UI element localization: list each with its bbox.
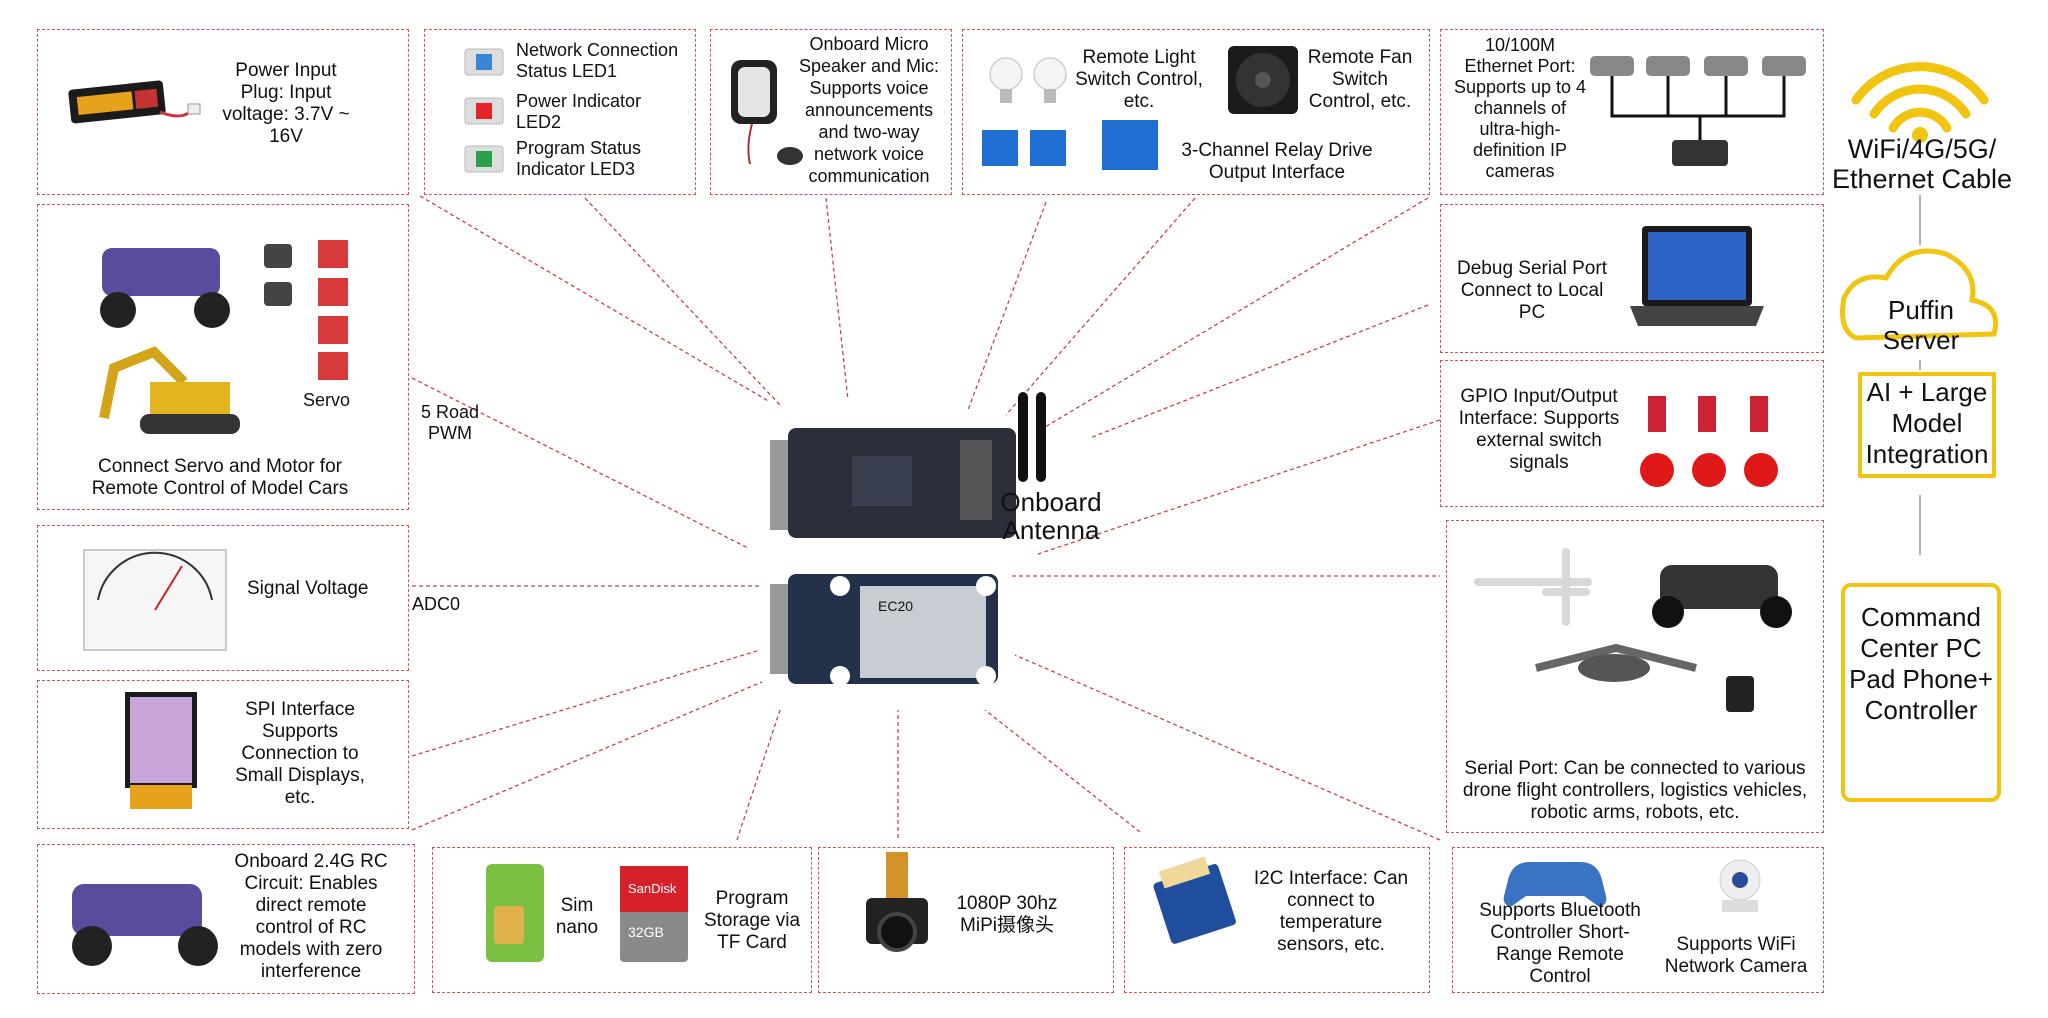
spi-text: SPI Interface Supports Connection to Sma… <box>235 699 365 808</box>
rc-box <box>37 844 415 994</box>
debug-text: Debug Serial Port Connect to Local PC <box>1457 258 1607 323</box>
relay-box <box>962 29 1430 195</box>
servo-caption: Connect Servo and Motor for Remote Contr… <box>91 456 349 499</box>
command-box <box>1841 583 2001 802</box>
power-input-text: Power Input Plug: Input voltage: 3.7V ~ … <box>222 60 350 147</box>
wireless-box <box>1452 847 1824 993</box>
led3-label: Program Status Indicator LED3 <box>516 138 642 179</box>
gpio-text: GPIO Input/Output Interface: Supports ex… <box>1458 386 1620 473</box>
sd-brand: SanDisk <box>628 881 677 896</box>
servo-label: Servo <box>303 390 351 410</box>
command-label: Command Center PC Pad Phone+ Controller <box>1849 602 1993 725</box>
server-label: Puffin Server <box>1882 295 1960 355</box>
fan-switch-text: Remote Fan Switch Control, etc. <box>1307 47 1413 112</box>
led2-label: Power Indicator LED2 <box>516 91 642 132</box>
speaker-box <box>710 29 952 195</box>
rc-text: Onboard 2.4G RC Circuit: Enables direct … <box>234 851 388 982</box>
ethernet-text: 10/100M Ethernet Port: Supports up to 4 … <box>1453 35 1587 181</box>
ai-label: AI + Large Model Integration <box>1865 377 1989 469</box>
serial-text: Serial Port: Can be connected to various… <box>1462 758 1808 823</box>
gpio-box <box>1440 360 1824 507</box>
signal-voltage-box <box>37 525 409 671</box>
power-input-box <box>37 29 409 195</box>
speaker-text: Onboard Micro Speaker and Mic: Supports … <box>798 34 940 186</box>
signal-voltage-label: Signal Voltage <box>247 578 369 599</box>
antenna-label: Onboard Antenna <box>1000 487 1102 545</box>
debug-box <box>1440 204 1824 353</box>
sim-text: Sim nano <box>555 895 599 938</box>
ai-box <box>1858 372 1996 478</box>
spi-box <box>37 680 409 829</box>
wifi-camera-text: Supports WiFi Network Camera <box>1664 934 1808 977</box>
storage-box <box>432 847 812 993</box>
ethernet-box <box>1440 29 1824 195</box>
bluetooth-text: Supports Bluetooth Controller Short-Rang… <box>1479 900 1641 987</box>
camera-text: 1080P 30hz MiPi摄像头 <box>956 893 1058 936</box>
led1-label: Network Connection Status LED1 <box>516 40 679 81</box>
led-box <box>424 29 696 195</box>
i2c-box <box>1124 847 1430 993</box>
relay-text: 3-Channel Relay Drive Output Interface <box>1181 140 1373 183</box>
light-switch-text: Remote Light Switch Control, etc. <box>1075 47 1203 112</box>
network-label: WiFi/4G/5G/ Ethernet Cable <box>1831 134 2013 194</box>
serial-box <box>1446 520 1824 833</box>
servo-box <box>37 204 409 510</box>
sd-capacity: 32GB <box>628 924 664 940</box>
tf-text: Program Storage via TF Card <box>703 888 801 953</box>
i2c-text: I2C Interface: Can connect to temperatur… <box>1253 868 1409 955</box>
adc-label: ADC0 <box>412 594 461 614</box>
chip-label: EC20 <box>878 598 914 614</box>
camera-box <box>818 847 1114 993</box>
pwm-label: 5 Road PWM <box>420 402 480 443</box>
